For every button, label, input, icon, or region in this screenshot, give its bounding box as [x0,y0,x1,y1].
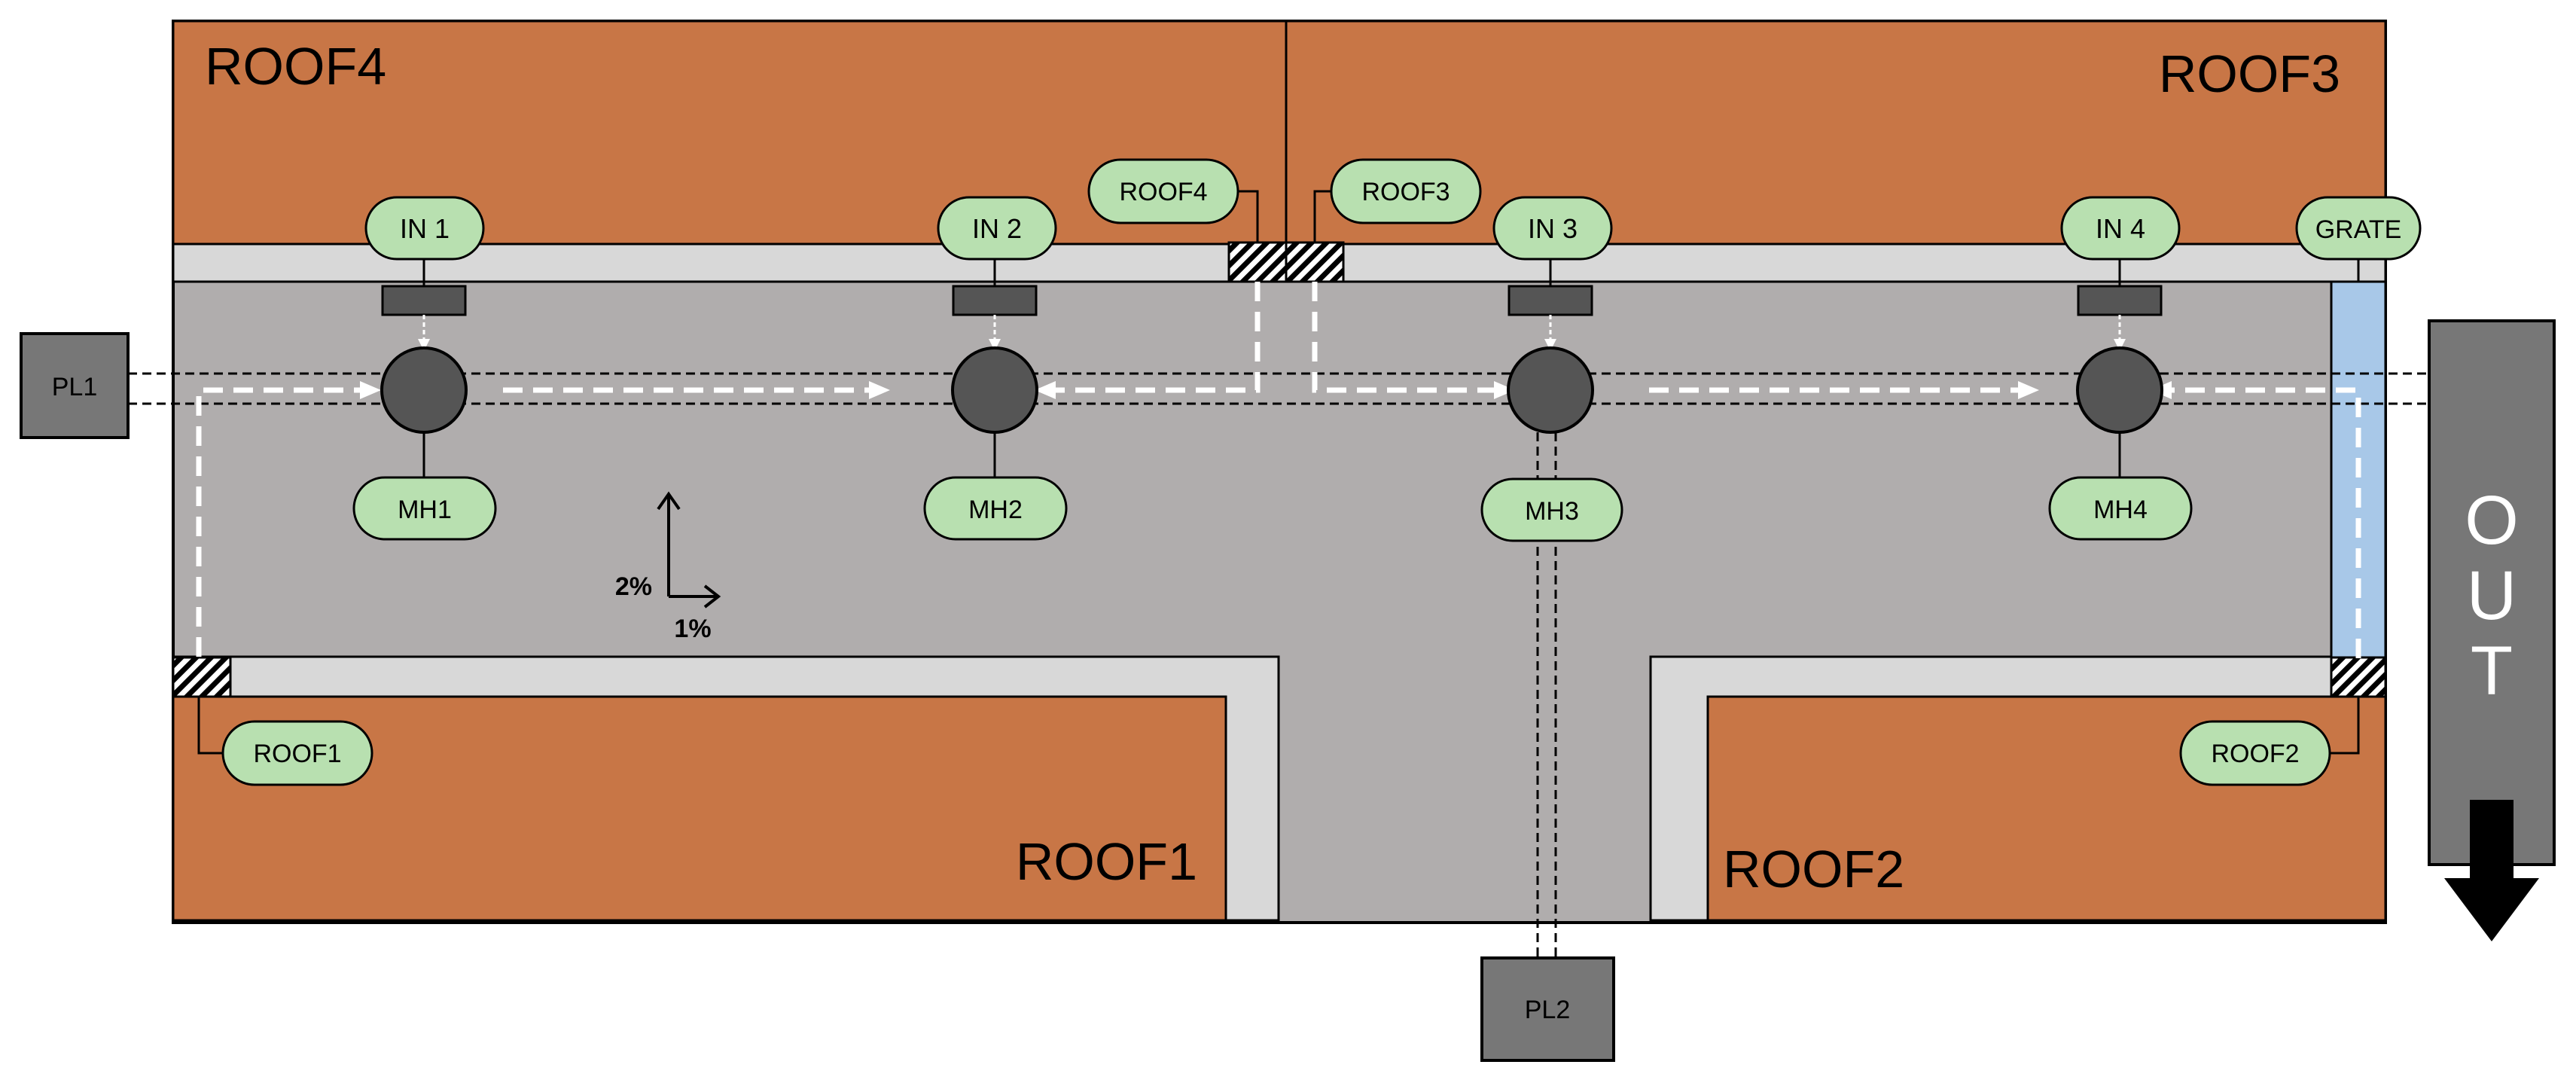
label-in-3: IN 3 [1492,196,1613,261]
roof4-outlet [1227,241,1288,283]
slope-ns-label: 2% [615,572,652,601]
svg-text:ROOF3: ROOF3 [1361,178,1450,206]
slope-indicator [657,491,721,609]
manhole-3 [1507,346,1594,434]
label-grate: GRATE [2295,196,2422,261]
svg-text:MH4: MH4 [2093,496,2148,524]
svg-text:MH2: MH2 [968,496,1023,524]
svg-text:MH1: MH1 [398,496,452,524]
manhole-2 [951,346,1038,434]
svg-text:IN 2: IN 2 [972,213,1022,244]
roof4-title: ROOF4 [205,37,386,96]
label-mh3: MH3 [1480,477,1623,542]
label-roof3-outlet: ROOF3 [1330,158,1482,224]
roof3-title: ROOF3 [2159,44,2340,103]
inlet-4 [2077,285,2163,351]
manhole-1 [380,346,468,434]
svg-text:ROOF2: ROOF2 [2211,740,2299,768]
surface-flow [196,282,2361,658]
outfall-letter-3: T [2471,633,2513,709]
outfall-letter-1: O [2465,482,2519,559]
inlet-1 [381,285,467,351]
label-in-1: IN 1 [364,196,485,261]
outfall-letter-2: U [2467,557,2517,634]
svg-text:IN 3: IN 3 [1528,213,1578,244]
svg-text:IN 4: IN 4 [2096,213,2145,244]
outfall-box [2428,319,2556,866]
label-mh2: MH2 [923,476,1068,541]
pl2-box [1480,956,1615,1062]
label-roof1-outlet: ROOF1 [221,720,373,786]
outfall-arrow-icon [2444,800,2539,941]
svg-text:IN 1: IN 1 [400,213,450,244]
pl1-label: PL1 [52,373,98,401]
slope-ew-label: 1% [674,615,711,643]
label-roof4-outlet: ROOF4 [1087,158,1239,224]
inlet-2 [952,285,1038,351]
roof3-outlet [1285,241,1345,283]
svg-text:GRATE: GRATE [2315,215,2402,244]
roof1-outlet [172,656,232,698]
svg-text:ROOF1: ROOF1 [253,740,341,768]
roof2-outlet [2330,656,2387,698]
label-mh1: MH1 [352,476,497,541]
inlet-3 [1507,285,1593,351]
svg-text:MH3: MH3 [1525,497,1579,526]
label-in-2: IN 2 [937,196,1057,261]
pl2-label: PL2 [1525,996,1571,1024]
pl1-box [20,332,130,439]
svg-text:ROOF4: ROOF4 [1119,178,1207,206]
label-in-4: IN 4 [2060,196,2181,261]
label-mh4: MH4 [2048,476,2193,541]
roof2-title: ROOF2 [1723,840,1904,898]
roof1-title: ROOF1 [1016,832,1197,891]
label-roof2-outlet: ROOF2 [2179,720,2331,786]
manhole-4 [2076,346,2163,434]
